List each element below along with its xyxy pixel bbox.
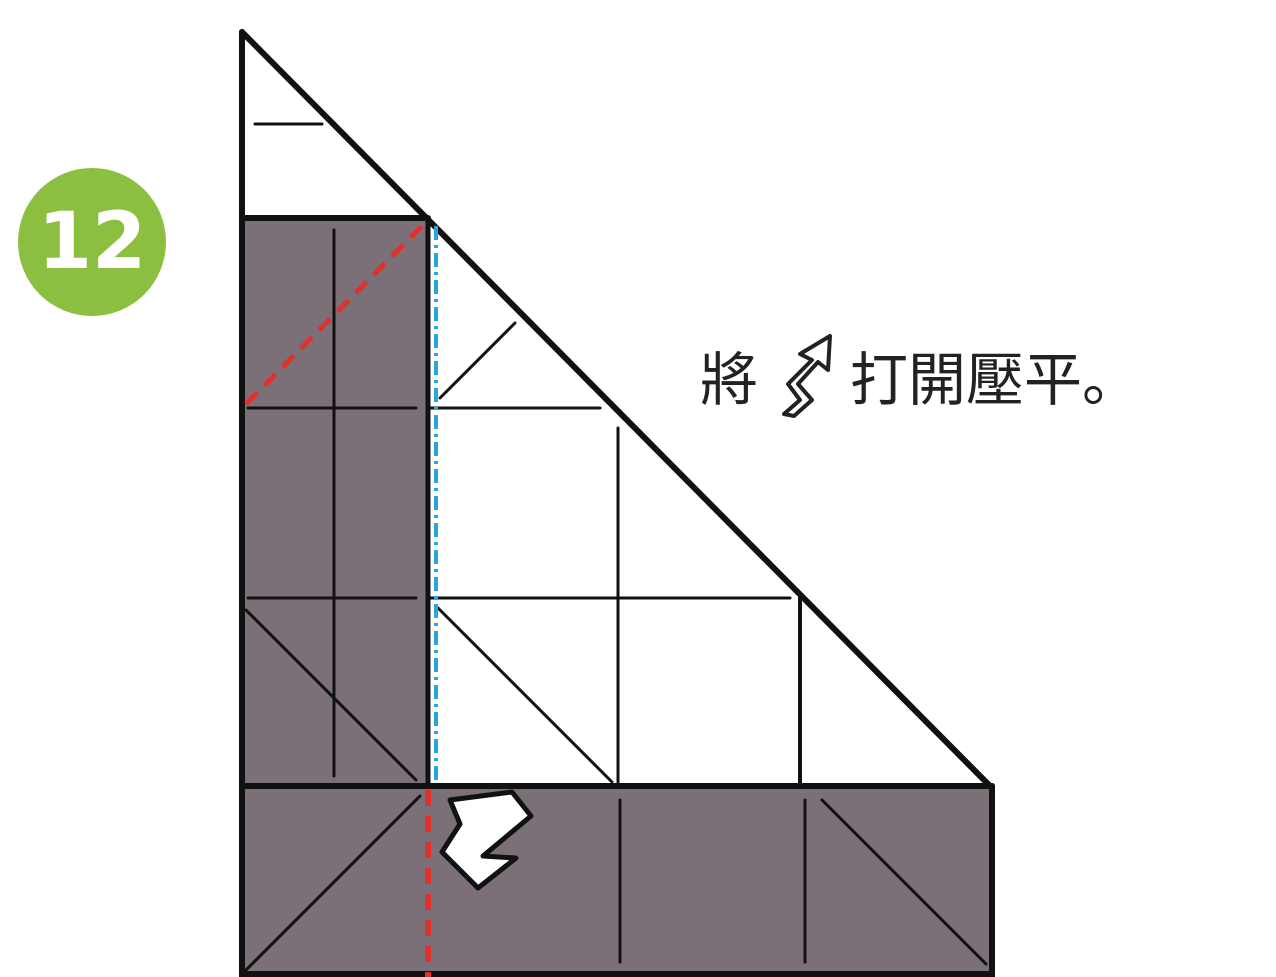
step-badge: 12 <box>18 168 166 316</box>
instruction-text: 將 打開壓平。 <box>700 330 1140 420</box>
mountain-fold-diagonal <box>244 222 426 406</box>
open-arrow-icon <box>772 330 836 420</box>
instruction-after: 打開壓平。 <box>850 346 1141 414</box>
step-badge-circle <box>18 168 166 316</box>
bottom-crease-diag-left <box>244 794 422 972</box>
flap-crease-diag <box>244 608 418 782</box>
hypotenuse-edge <box>239 29 993 789</box>
crease-diag-1 <box>438 321 517 400</box>
open-arrow-icon <box>439 789 534 891</box>
crease-diag-2 <box>436 606 614 784</box>
bottom-flap-shaded <box>242 786 992 977</box>
instruction-before: 將 <box>700 346 759 414</box>
step-number: 12 <box>38 197 147 287</box>
bottom-crease-diag-right <box>820 798 988 966</box>
